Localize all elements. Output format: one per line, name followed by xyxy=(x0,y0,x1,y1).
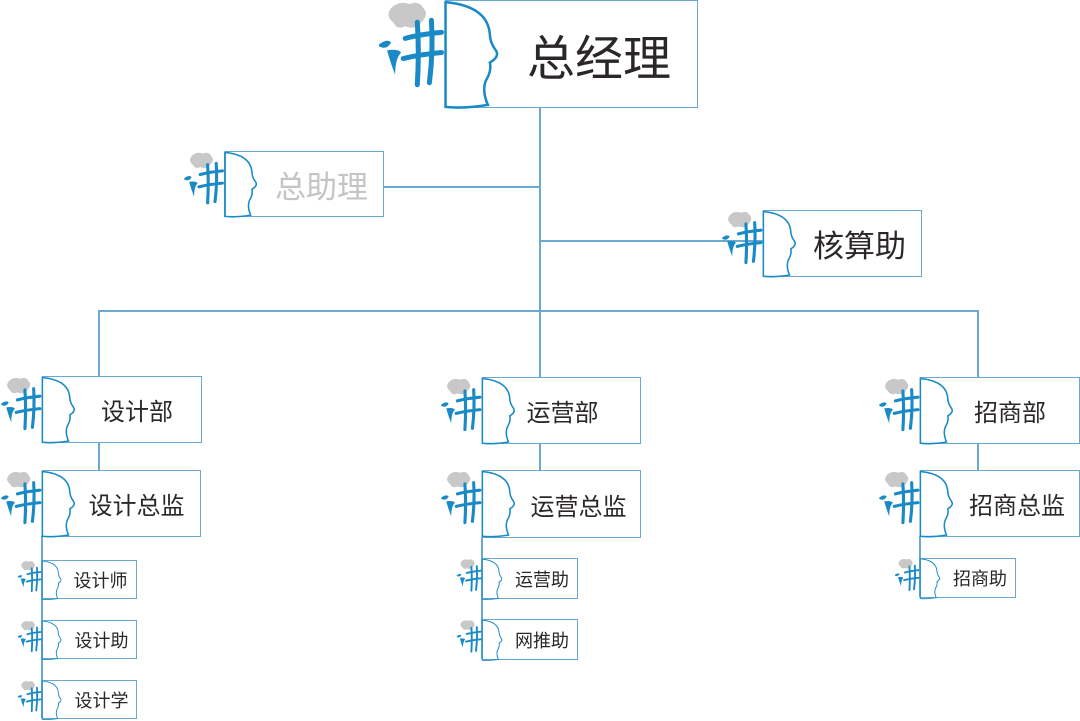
node-label: 总助理 xyxy=(275,169,368,206)
connector xyxy=(98,442,100,470)
head-logo-icon xyxy=(440,377,521,446)
connector xyxy=(540,240,763,242)
node-label: 网推助 xyxy=(515,630,569,652)
connector xyxy=(977,443,979,470)
connector xyxy=(98,310,979,312)
node-label: 招商总监 xyxy=(969,492,1065,520)
node-label: 设计师 xyxy=(73,570,128,592)
node-staff[interactable]: 设计师 xyxy=(42,560,137,599)
connector xyxy=(383,186,540,188)
node-label: 招商助 xyxy=(953,569,1007,590)
head-logo-icon xyxy=(377,0,508,111)
head-logo-icon xyxy=(17,620,65,661)
connector xyxy=(539,107,541,310)
head-logo-icon xyxy=(456,558,506,601)
node-label: 核算助 xyxy=(813,229,906,265)
node-label: 运营助 xyxy=(515,569,569,591)
head-logo-icon xyxy=(878,470,959,539)
node-staff[interactable]: 网推助 xyxy=(482,619,578,660)
node-director-operations[interactable]: 运营总监 xyxy=(482,470,641,538)
node-assistant-right[interactable]: 核算助 xyxy=(763,210,922,277)
connector xyxy=(539,443,541,470)
connector xyxy=(539,310,541,377)
head-logo-icon xyxy=(456,619,506,662)
node-label: 运营总监 xyxy=(530,492,627,521)
node-label: 设计部 xyxy=(101,398,173,426)
head-logo-icon xyxy=(894,558,944,600)
node-assistant-left[interactable]: 总助理 xyxy=(225,151,384,217)
node-staff[interactable]: 招商助 xyxy=(920,558,1016,598)
node-label: 设计总监 xyxy=(88,492,185,520)
node-dept-design[interactable]: 设计部 xyxy=(42,376,202,443)
node-staff[interactable]: 运营助 xyxy=(482,558,578,599)
node-director-design[interactable]: 设计总监 xyxy=(42,470,201,537)
head-logo-icon xyxy=(440,470,521,539)
head-logo-icon xyxy=(17,560,65,601)
head-logo-icon xyxy=(183,151,263,219)
head-logo-icon xyxy=(878,377,959,446)
head-logo-icon xyxy=(0,470,81,539)
connector xyxy=(98,310,100,376)
node-staff[interactable]: 设计助 xyxy=(42,620,137,659)
head-logo-icon xyxy=(17,680,65,721)
head-logo-icon xyxy=(721,210,802,279)
head-logo-icon xyxy=(0,376,81,445)
node-dept-operations[interactable]: 运营部 xyxy=(482,377,641,444)
node-label: 招商部 xyxy=(974,399,1046,427)
node-label: 总经理 xyxy=(526,31,671,87)
node-director-investment[interactable]: 招商总监 xyxy=(920,470,1080,537)
node-label: 设计学 xyxy=(74,690,129,712)
connector xyxy=(977,310,979,377)
node-label: 设计助 xyxy=(74,630,129,652)
node-dept-investment[interactable]: 招商部 xyxy=(920,377,1080,444)
node-general-manager[interactable]: 总经理 xyxy=(445,0,698,108)
node-label: 运营部 xyxy=(526,399,599,427)
